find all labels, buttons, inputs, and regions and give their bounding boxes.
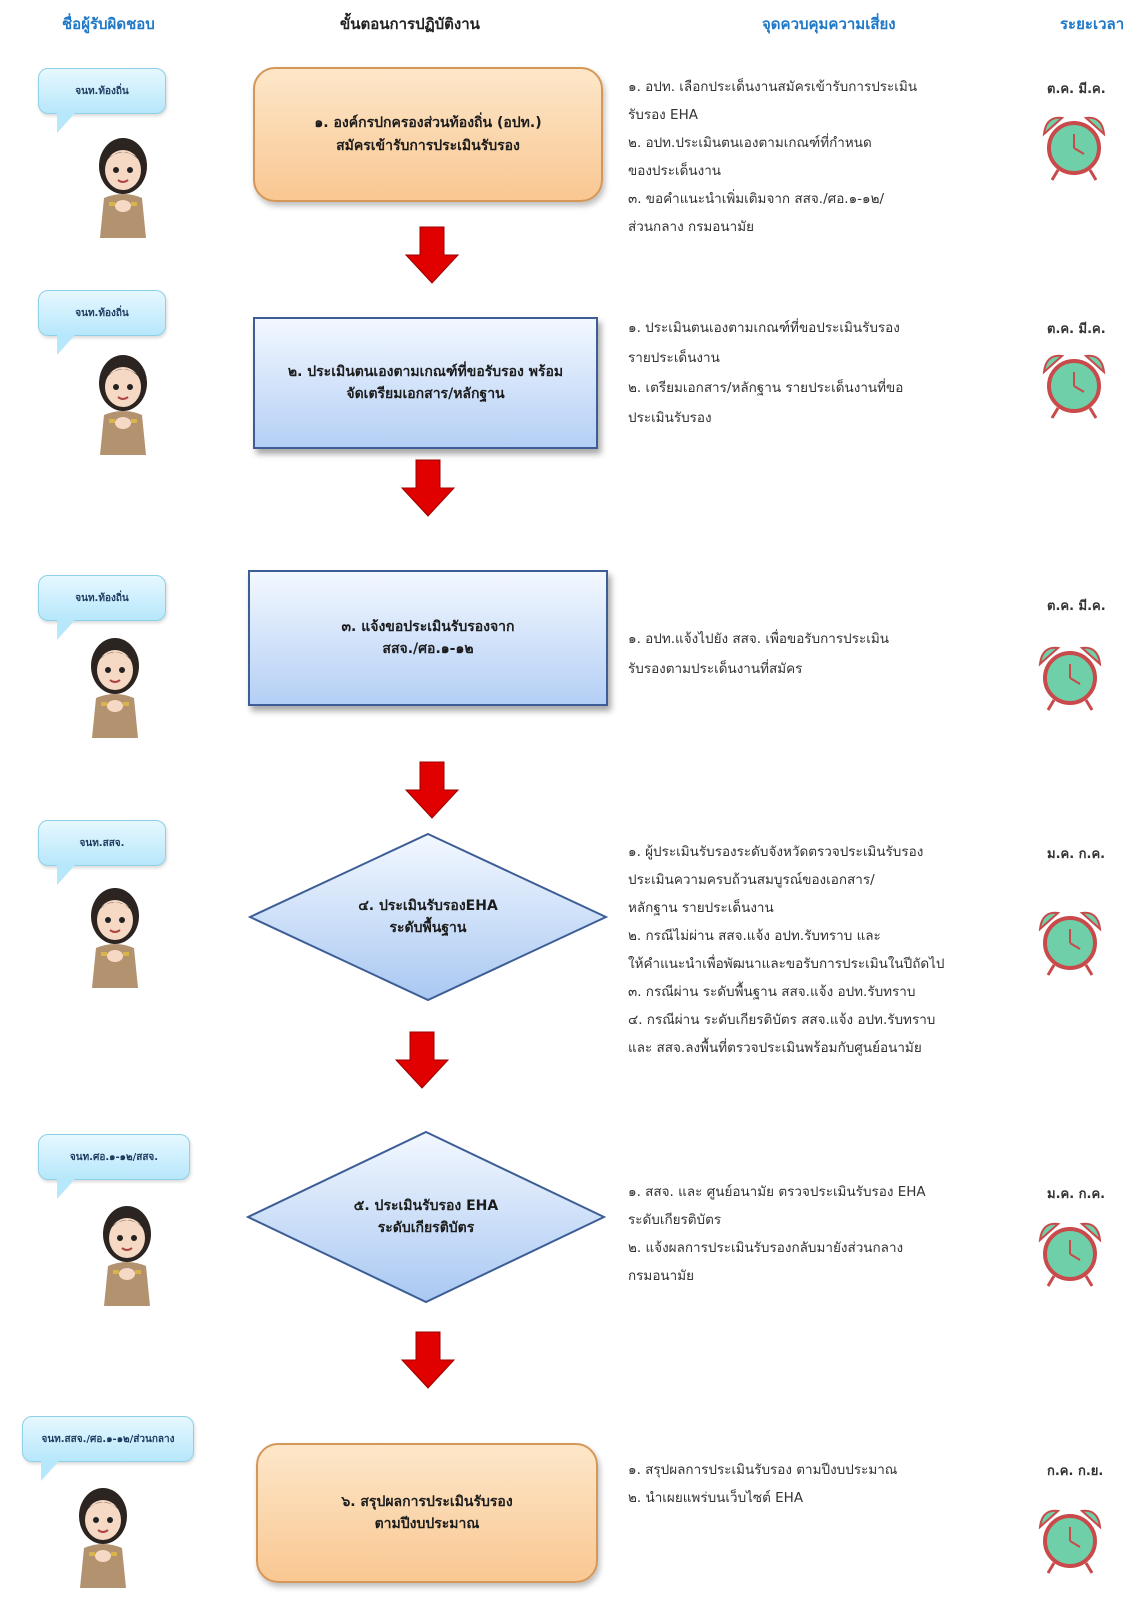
step-5-diamond: ๕. ประเมินรับรอง EHA ระดับเกียรติบัตร — [246, 1130, 606, 1304]
risk-list-4: ๑. ผู้ประเมินรับรองระดับจังหวัดตรวจประเม… — [628, 838, 988, 1062]
header-duration: ระยะเวลา — [1060, 15, 1125, 33]
duration-3: ต.ค. มี.ค. — [1047, 599, 1106, 614]
step-6-box: ๖. สรุปผลการประเมินรับรอง ตามปีงบประมาณ — [256, 1443, 598, 1583]
risk-1-line: ส่วนกลาง กรมอนามัย — [628, 219, 755, 235]
risk-3-line: ๑. อปท.แจ้งไปยัง สสจ. เพื่อขอรับการประเม… — [628, 631, 889, 647]
duration-2: ต.ค. มี.ค. — [1047, 322, 1106, 337]
step-6-title-line-2: ตามปีงบประมาณ — [374, 1516, 480, 1532]
alarm-clock-icon — [1042, 354, 1106, 419]
alarm-clock-icon — [1038, 1222, 1102, 1287]
risk-3-line: รับรองตามประเด็นงานที่สมัคร — [628, 661, 803, 677]
responsible-bubble-5: จนท.ศอ.๑-๑๒/สสจ. — [38, 1134, 190, 1199]
risk-1-line: ๒. อปท.ประเมินตนเองตามเกณฑ์ที่กำหนด — [628, 135, 872, 151]
risk-list-6: ๑. สรุปผลการประเมินรับรอง ตามปีงบประมาณ … — [628, 1456, 988, 1512]
risk-list-3: ๑. อปท.แจ้งไปยัง สสจ. เพื่อขอรับการประเม… — [628, 624, 988, 684]
risk-1-line: ๓. ขอคำแนะนำเพิ่มเติมจาก สสจ./ศอ.๑-๑๒/ — [628, 191, 885, 207]
down-arrow-icon — [404, 226, 460, 284]
duration-5: ม.ค. ก.ค. — [1047, 1187, 1106, 1202]
header-risk-control: จุดควบคุมความเสี่ยง — [762, 15, 896, 33]
risk-5-line: ๑. สสจ. และ ศูนย์อนามัย ตรวจประเมินรับรอ… — [628, 1184, 926, 1200]
down-arrow-icon — [404, 761, 460, 819]
step-1-box: ๑. องค์กรปกครองส่วนท้องถิ่น (อปท.) สมัคร… — [253, 67, 603, 202]
officer-cartoon-icon — [79, 1488, 127, 1588]
risk-4-line: ๒. กรณีไม่ผ่าน สสจ.แจ้ง อปท.รับทราบ และ — [628, 928, 881, 944]
risk-1-line: ของประเด็นงาน — [628, 163, 722, 179]
risk-4-line: และ สสจ.ลงพื้นที่ตรวจประเมินพร้อมกับศูนย… — [628, 1040, 922, 1056]
step-5-title-line-1: ๕. ประเมินรับรอง EHA — [353, 1197, 499, 1214]
risk-4-line: หลักฐาน รายประเด็นงาน — [628, 900, 774, 916]
risk-1-line: ๑. อปท. เลือกประเด็นงานสมัครเข้ารับการปร… — [628, 79, 918, 95]
officer-cartoon-icon — [91, 888, 139, 988]
step-2-title-line-2: จัดเตรียมเอกสาร/หลักฐาน — [346, 386, 505, 402]
step-4-diamond: ๔. ประเมินรับรองEHA ระดับพื้นฐาน — [248, 832, 608, 1002]
responsible-bubble-2: จนท.ท้องถิ่น — [38, 290, 166, 355]
duration-4: ม.ค. ก.ค. — [1047, 847, 1106, 862]
step-2-title-line-1: ๒. ประเมินตนเองตามเกณฑ์ที่ขอรับรอง พร้อม — [287, 363, 564, 380]
duration-6: ก.ค. ก.ย. — [1047, 1464, 1104, 1479]
alarm-clock-icon — [1038, 911, 1102, 976]
step-3-title-line-1: ๓. แจ้งขอประเมินรับรองจาก — [341, 618, 515, 635]
step-4-title-line-2: ระดับพื้นฐาน — [389, 920, 467, 936]
risk-4-line: ประเมินความครบถ้วนสมบูรณ์ของเอกสาร/ — [628, 872, 875, 888]
responsible-bubble-1: จนท.ท้องถิ่น — [38, 68, 166, 133]
step-6-title-line-1: ๖. สรุปผลการประเมินรับรอง — [341, 1493, 513, 1510]
risk-4-line: ให้คำแนะนำเพื่อพัฒนาและขอรับการประเมินใน… — [628, 956, 945, 972]
step-2-box: ๒. ประเมินตนเองตามเกณฑ์ที่ขอรับรอง พร้อม… — [253, 317, 598, 449]
risk-2-line: ประเมินรับรอง — [628, 410, 712, 426]
risk-2-line: รายประเด็นงาน — [628, 350, 720, 366]
risk-list-1: ๑. อปท. เลือกประเด็นงานสมัครเข้ารับการปร… — [628, 73, 988, 241]
risk-6-line: ๑. สรุปผลการประเมินรับรอง ตามปีงบประมาณ — [628, 1462, 898, 1478]
officer-cartoon-icon — [99, 355, 147, 455]
risk-2-line: ๒. เตรียมเอกสาร/หลักฐาน รายประเด็นงานที่… — [628, 380, 904, 396]
header-procedure: ขั้นตอนการปฏิบัติงาน — [340, 15, 480, 33]
risk-6-line: ๒. นำเผยแพร่บนเว็บไซต์ EHA — [628, 1490, 804, 1506]
responsible-bubble-4: จนท.สสจ. — [38, 820, 166, 885]
responsible-bubble-6: จนท.สสจ./ศอ.๑-๑๒/ส่วนกลาง — [22, 1416, 194, 1481]
alarm-clock-icon — [1042, 116, 1106, 181]
risk-list-5: ๑. สสจ. และ ศูนย์อนามัย ตรวจประเมินรับรอ… — [628, 1178, 988, 1290]
risk-5-line: กรมอนามัย — [628, 1268, 695, 1284]
responsible-bubble-3: จนท.ท้องถิ่น — [38, 575, 166, 640]
step-3-title-line-2: สสจ./ศอ.๑-๑๒ — [382, 641, 474, 657]
down-arrow-icon — [400, 459, 456, 517]
risk-4-line: ๑. ผู้ประเมินรับรองระดับจังหวัดตรวจประเม… — [628, 844, 924, 860]
risk-list-2: ๑. ประเมินตนเองตามเกณฑ์ที่ขอประเมินรับรอ… — [628, 313, 988, 433]
risk-1-line: รับรอง EHA — [628, 107, 698, 123]
risk-2-line: ๑. ประเมินตนเองตามเกณฑ์ที่ขอประเมินรับรอ… — [628, 320, 900, 336]
step-3-box: ๓. แจ้งขอประเมินรับรองจาก สสจ./ศอ.๑-๑๒ — [248, 570, 608, 706]
officer-cartoon-icon — [103, 1206, 151, 1306]
step-5-title-line-2: ระดับเกียรติบัตร — [377, 1220, 475, 1236]
step-1-title-line-1: ๑. องค์กรปกครองส่วนท้องถิ่น (อปท.) — [314, 115, 542, 132]
alarm-clock-icon — [1038, 646, 1102, 711]
alarm-clock-icon — [1038, 1509, 1102, 1574]
risk-4-line: ๓. กรณีผ่าน ระดับพื้นฐาน สสจ.แจ้ง อปท.รั… — [628, 984, 916, 1000]
officer-cartoon-icon — [99, 138, 147, 238]
officer-cartoon-icon — [91, 638, 139, 738]
down-arrow-icon — [394, 1031, 450, 1089]
step-1-title-line-2: สมัครเข้ารับการประเมินรับรอง — [336, 137, 520, 154]
risk-5-line: ๒. แจ้งผลการประเมินรับรองกลับมายังส่วนกล… — [628, 1240, 904, 1256]
duration-1: ต.ค. มี.ค. — [1047, 82, 1106, 97]
down-arrow-icon — [400, 1331, 456, 1389]
risk-5-line: ระดับเกียรติบัตร — [628, 1212, 722, 1228]
header-responsible: ชื่อผู้รับผิดชอบ — [62, 15, 155, 33]
step-4-title-line-1: ๔. ประเมินรับรองEHA — [358, 897, 498, 914]
risk-4-line: ๔. กรณีผ่าน ระดับเกียรติบัตร สสจ.แจ้ง อป… — [628, 1012, 936, 1028]
